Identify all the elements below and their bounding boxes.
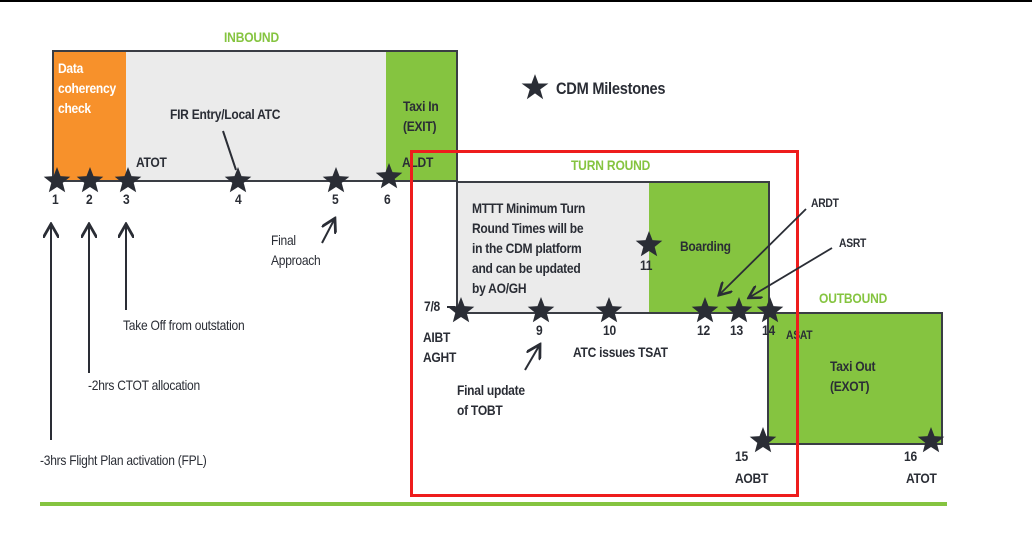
milestone-number: 9 bbox=[536, 322, 543, 338]
asrt-label: ASRT bbox=[839, 236, 867, 250]
outbound-title: OUTBOUND bbox=[819, 290, 888, 306]
milestone-star-icon bbox=[375, 163, 403, 189]
top-border bbox=[0, 0, 1032, 2]
milestone-star-icon bbox=[749, 427, 777, 453]
taxi-in-block bbox=[386, 52, 456, 180]
fir-entry-label: FIR Entry/Local ATC bbox=[170, 106, 281, 122]
milestone-star-icon bbox=[447, 297, 475, 323]
aldt-label: ALDT bbox=[402, 154, 434, 170]
milestone-star-icon bbox=[725, 297, 753, 323]
final-approach-annotation: Final Approach bbox=[271, 232, 321, 268]
taxi-out-label: Taxi Out (EXOT) bbox=[830, 358, 876, 394]
inbound-title: INBOUND bbox=[224, 29, 279, 45]
taxi-in-label: Taxi In (EXIT) bbox=[403, 98, 439, 134]
milestone-star-icon bbox=[756, 297, 784, 323]
milestone-star-icon bbox=[527, 297, 555, 323]
milestone-number: 6 bbox=[384, 191, 391, 207]
boarding-label: Boarding bbox=[680, 238, 731, 254]
milestone-number: 7/8 bbox=[424, 298, 440, 314]
final-approach-arrow bbox=[321, 220, 334, 244]
milestone-number: 1 bbox=[52, 191, 59, 207]
milestone-number: 12 bbox=[697, 322, 710, 338]
milestone-number: 4 bbox=[235, 191, 242, 207]
fir-pointer bbox=[222, 130, 237, 171]
ardt-label: ARDT bbox=[811, 196, 839, 210]
milestone-star-icon bbox=[114, 167, 142, 193]
milestone-number: 15 bbox=[735, 448, 748, 464]
fpl-annotation: -3hrs Flight Plan activation (FPL) bbox=[40, 452, 207, 468]
milestone-number: 11 bbox=[640, 257, 653, 273]
atot-inbound-label: ATOT bbox=[136, 154, 167, 170]
milestone-star-icon bbox=[224, 167, 252, 193]
asat-label: ASAT bbox=[786, 328, 813, 342]
ctot-annotation: -2hrs CTOT allocation bbox=[88, 377, 200, 393]
data-coherency-label: Data coherency check bbox=[58, 60, 116, 116]
milestone-number: 13 bbox=[730, 322, 743, 338]
milestone-star-icon bbox=[322, 167, 350, 193]
atot-outbound-label: ATOT bbox=[906, 470, 937, 486]
milestone-number: 3 bbox=[123, 191, 130, 207]
aobt-label: AOBT bbox=[735, 470, 769, 486]
milestone-number: 2 bbox=[86, 191, 93, 207]
asrt-arrow bbox=[750, 247, 833, 297]
ardt-arrow bbox=[720, 208, 807, 294]
milestone-star-icon bbox=[76, 167, 104, 193]
milestone-number: 16 bbox=[904, 448, 917, 464]
tobt-arrow bbox=[524, 346, 539, 371]
star-icon bbox=[521, 74, 549, 100]
aibt-aght-label: AIBT AGHT bbox=[423, 329, 457, 365]
tobt-label: Final update of TOBT bbox=[457, 382, 525, 418]
milestone-star-icon bbox=[691, 297, 719, 323]
milestone-star-icon bbox=[595, 297, 623, 323]
milestone-star-icon bbox=[635, 231, 663, 257]
milestone-star-icon bbox=[43, 167, 71, 193]
legend-label: CDM Milestones bbox=[556, 79, 666, 98]
milestone-star-icon bbox=[917, 427, 945, 453]
tsat-label: ATC issues TSAT bbox=[573, 344, 668, 360]
milestone-number: 14 bbox=[762, 322, 775, 338]
timeline-baseline bbox=[40, 502, 947, 506]
mttt-label: MTTT Minimum Turn Round Times will be in… bbox=[472, 200, 586, 296]
data-coherency-block bbox=[54, 52, 126, 180]
turn-round-title: TURN ROUND bbox=[571, 157, 651, 173]
milestone-number: 5 bbox=[332, 191, 339, 207]
milestone-number: 10 bbox=[603, 322, 616, 338]
takeoff-annotation: Take Off from outstation bbox=[123, 317, 245, 333]
turn-round-highlight-frame bbox=[410, 150, 799, 497]
